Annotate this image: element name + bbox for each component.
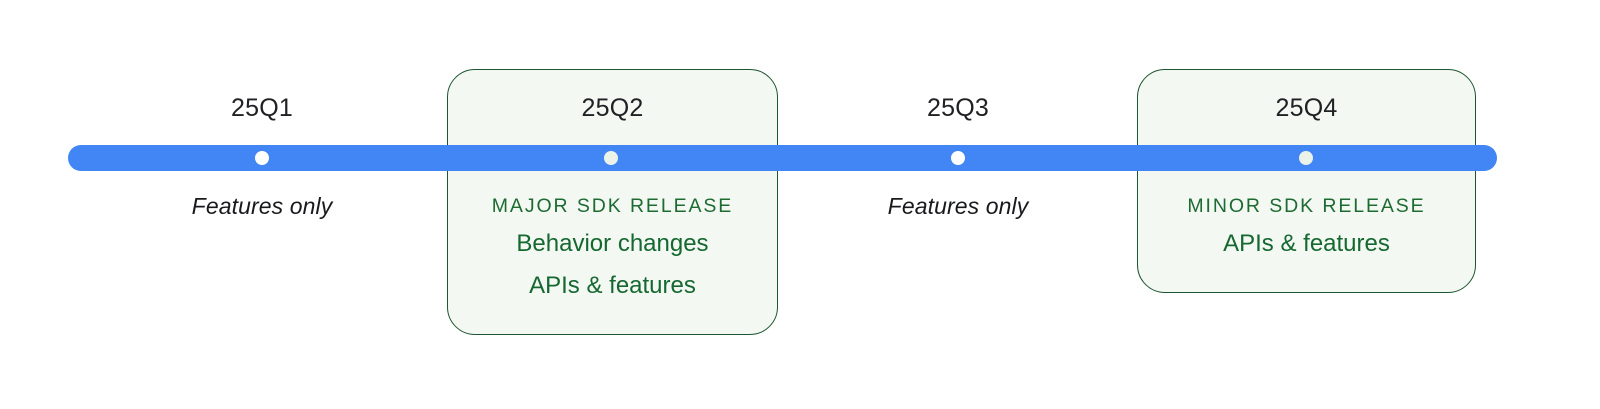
- caption-features-only-q1: Features only: [191, 193, 333, 219]
- quarter-label-q1: 25Q1: [231, 94, 293, 122]
- caption-features-only-q3: Features only: [887, 193, 1029, 219]
- milestone-dot-q1: [255, 151, 269, 165]
- caption-stack-q3: Features only: [858, 189, 1058, 223]
- milestone-dot-q3: [951, 151, 965, 165]
- quarter-column-q1: 25Q1 Features only: [162, 0, 362, 409]
- milestone-dot-q2: [604, 151, 618, 165]
- timeline-bar: [68, 145, 1497, 171]
- highlight-box-q2: [447, 69, 778, 335]
- quarter-label-q3: 25Q3: [927, 94, 989, 122]
- highlight-box-q4: [1137, 69, 1476, 293]
- milestone-dot-q4: [1299, 151, 1313, 165]
- quarter-column-q3: 25Q3 Features only: [858, 0, 1058, 409]
- caption-stack-q1: Features only: [162, 189, 362, 223]
